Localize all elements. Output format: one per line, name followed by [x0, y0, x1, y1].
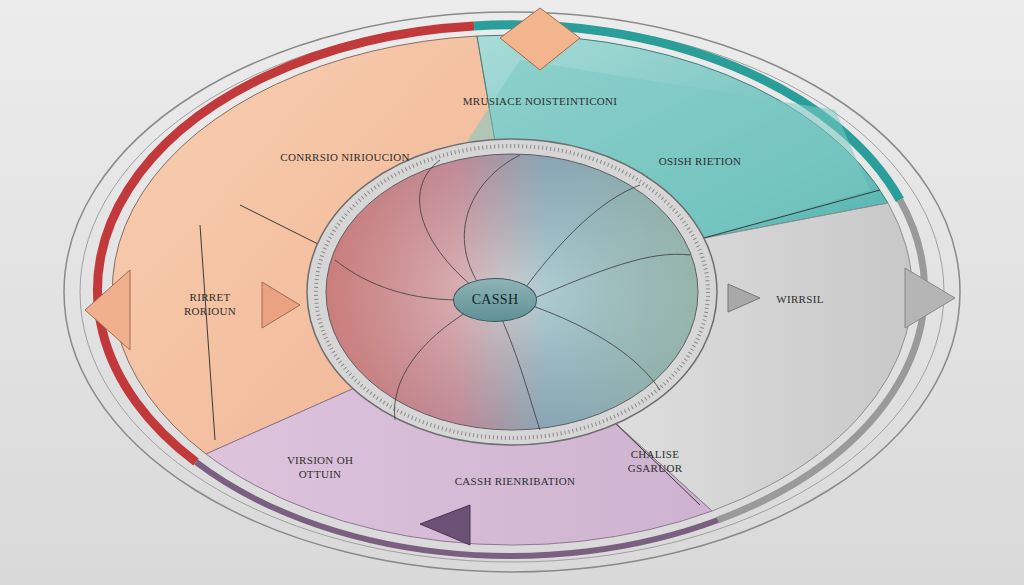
segment-label: VIRSION OH OTTUIN	[270, 454, 370, 482]
core-ticks	[316, 146, 708, 438]
right-arrow	[728, 284, 760, 312]
outer-ring	[80, 22, 944, 562]
inner-arrow	[262, 282, 300, 328]
grey-rim	[718, 200, 925, 520]
core-rim	[307, 139, 717, 445]
segment-label: MRUSIACE NOISTEINTICONI	[463, 95, 617, 109]
label-text: CASSH RIENRIBATION	[455, 475, 576, 489]
core-swirl	[335, 155, 690, 430]
segment-label: OSISH RIETION	[659, 155, 741, 169]
label-text: OSISH RIETION	[659, 155, 741, 169]
label-text: VIRSION OH OTTUIN	[270, 454, 370, 482]
segment-label: RIRRET RORIOUN	[175, 291, 245, 319]
segment-label: CHALISE GSARUOR	[610, 448, 700, 476]
segment-label: CONRRSIO NIRIOUCION	[280, 151, 409, 165]
bottom-arrow	[420, 505, 470, 545]
segment-label: CASSH RIENRIBATION	[455, 475, 576, 489]
label-text: WIRRSIL	[776, 293, 823, 307]
label-text: CHALISE GSARUOR	[610, 448, 700, 476]
core-disc	[326, 154, 698, 430]
center-hub: CASSH	[453, 278, 538, 322]
diamond-arrow	[500, 8, 580, 70]
label-text: RIRRET RORIOUN	[175, 291, 245, 319]
left-arrow	[85, 270, 130, 350]
segment-label: WIRRSIL	[776, 293, 823, 307]
label-text: CASSH	[472, 291, 519, 309]
outer-right-arrow	[905, 268, 955, 328]
label-text: MRUSIACE NOISTEINTICONI	[463, 95, 617, 109]
core-shade	[326, 154, 698, 430]
purple-rim	[196, 462, 718, 556]
label-text: CONRRSIO NIRIOUCION	[280, 151, 409, 165]
outer-ring	[64, 12, 960, 572]
